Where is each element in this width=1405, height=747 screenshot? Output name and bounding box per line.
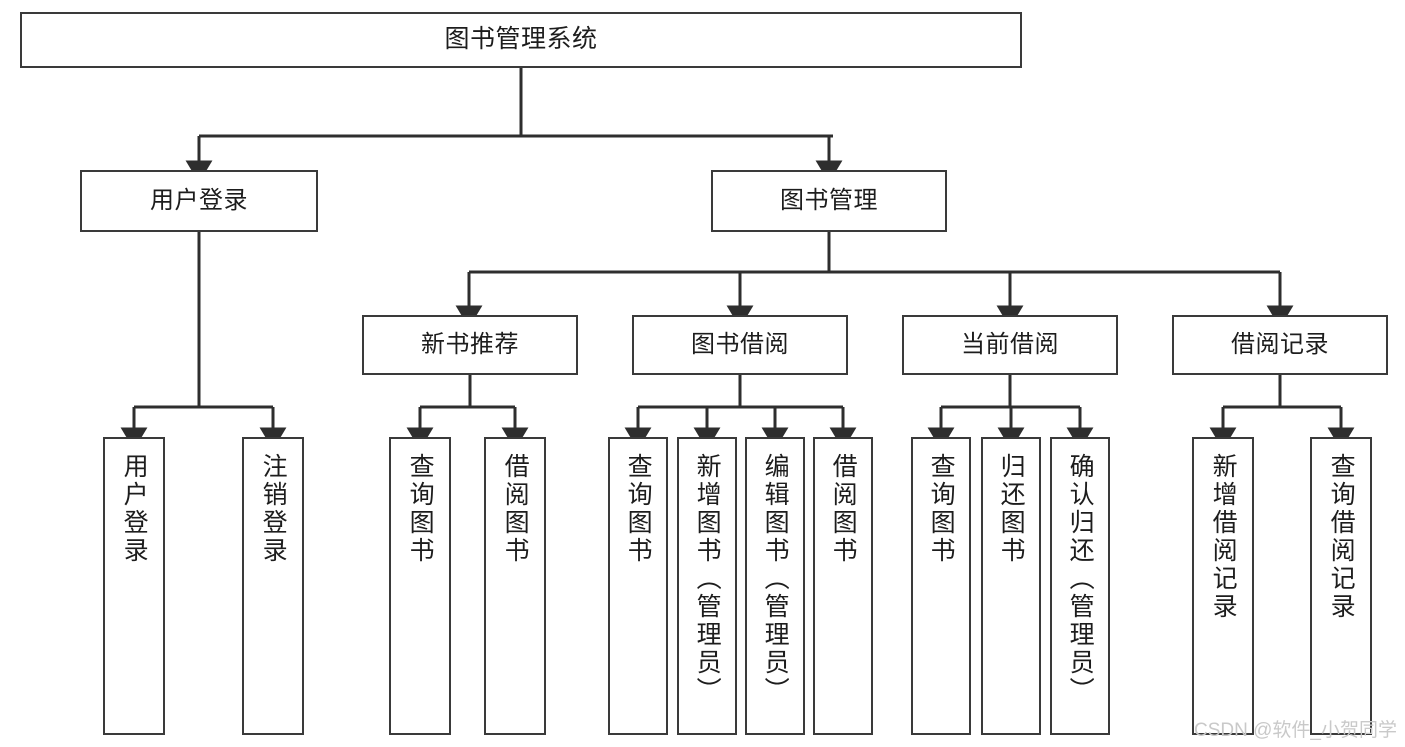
node-leaf-query-book-1-label: 查询图书 bbox=[406, 453, 435, 565]
node-leaf-query-book-2[interactable]: 查询图书 bbox=[608, 437, 668, 735]
node-leaf-borrow-book-2-label: 借阅图书 bbox=[829, 453, 858, 565]
node-leaf-add-record[interactable]: 新增借阅记录 bbox=[1192, 437, 1254, 735]
node-leaf-query-record-label: 查询借阅记录 bbox=[1327, 453, 1356, 621]
node-borrow-record-label: 借阅记录 bbox=[1231, 330, 1329, 358]
node-user-login-label: 用户登录 bbox=[150, 186, 248, 214]
node-root-label: 图书管理系统 bbox=[444, 25, 598, 54]
node-leaf-logout[interactable]: 注销登录 bbox=[242, 437, 304, 735]
node-book-manage[interactable]: 图书管理 bbox=[711, 170, 947, 232]
node-leaf-return-book[interactable]: 归还图书 bbox=[981, 437, 1041, 735]
node-leaf-query-record[interactable]: 查询借阅记录 bbox=[1310, 437, 1372, 735]
node-leaf-borrow-book-1-label: 借阅图书 bbox=[501, 453, 530, 565]
node-leaf-query-book-2-label: 查询图书 bbox=[624, 453, 653, 565]
node-leaf-borrow-book-1[interactable]: 借阅图书 bbox=[484, 437, 546, 735]
node-leaf-add-book-label: 新增图书（管理员） bbox=[693, 453, 722, 705]
node-leaf-logout-label: 注销登录 bbox=[259, 453, 288, 565]
node-new-book-recommend-label: 新书推荐 bbox=[421, 330, 519, 358]
node-new-book-recommend[interactable]: 新书推荐 bbox=[362, 315, 578, 375]
watermark-text: CSDN @软件_小贺同学 bbox=[1194, 720, 1397, 741]
node-book-manage-label: 图书管理 bbox=[780, 186, 878, 214]
node-root[interactable]: 图书管理系统 bbox=[20, 12, 1022, 68]
node-leaf-edit-book[interactable]: 编辑图书（管理员） bbox=[745, 437, 805, 735]
node-leaf-user-login[interactable]: 用户登录 bbox=[103, 437, 165, 735]
node-leaf-edit-book-label: 编辑图书（管理员） bbox=[761, 453, 790, 705]
node-current-borrow-label: 当前借阅 bbox=[961, 330, 1059, 358]
node-leaf-add-record-label: 新增借阅记录 bbox=[1209, 453, 1238, 621]
node-leaf-return-book-label: 归还图书 bbox=[997, 453, 1026, 565]
node-leaf-borrow-book-2[interactable]: 借阅图书 bbox=[813, 437, 873, 735]
node-leaf-query-book-3-label: 查询图书 bbox=[927, 453, 956, 565]
node-borrow-record[interactable]: 借阅记录 bbox=[1172, 315, 1388, 375]
node-book-borrow-label: 图书借阅 bbox=[691, 330, 789, 358]
node-book-borrow[interactable]: 图书借阅 bbox=[632, 315, 848, 375]
node-leaf-query-book-1[interactable]: 查询图书 bbox=[389, 437, 451, 735]
node-current-borrow[interactable]: 当前借阅 bbox=[902, 315, 1118, 375]
node-leaf-user-login-label: 用户登录 bbox=[120, 453, 149, 565]
node-leaf-add-book[interactable]: 新增图书（管理员） bbox=[677, 437, 737, 735]
node-user-login[interactable]: 用户登录 bbox=[80, 170, 318, 232]
node-leaf-confirm-return-label: 确认归还（管理员） bbox=[1066, 453, 1095, 705]
node-leaf-query-book-3[interactable]: 查询图书 bbox=[911, 437, 971, 735]
node-leaf-confirm-return[interactable]: 确认归还（管理员） bbox=[1050, 437, 1110, 735]
